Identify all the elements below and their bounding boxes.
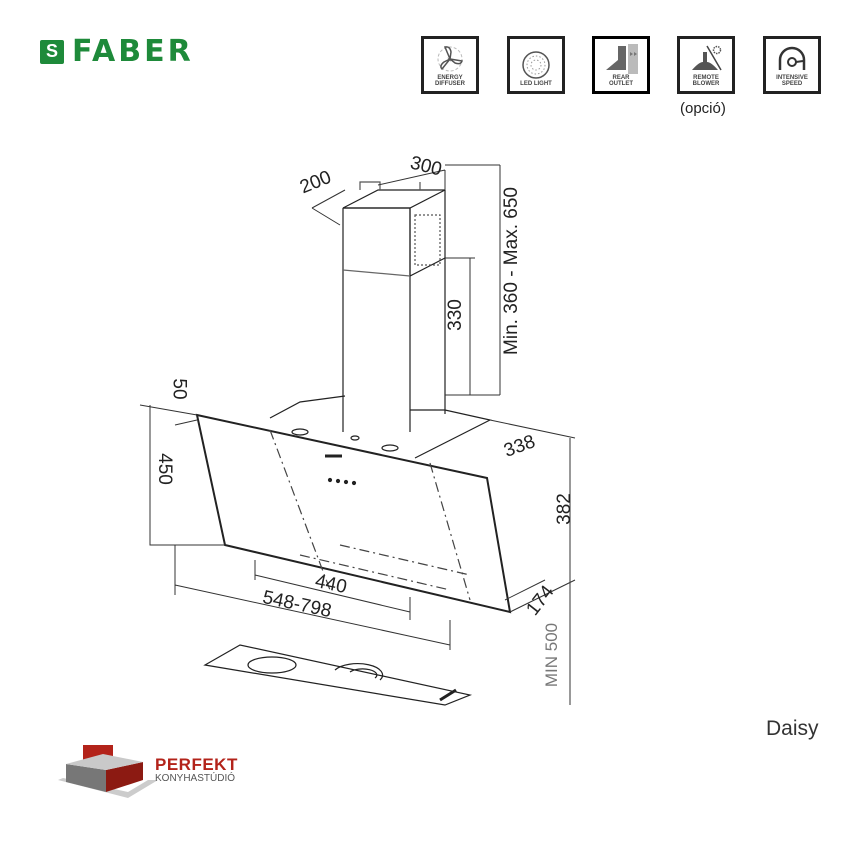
dim-glass-height: 450: [153, 453, 175, 485]
feature-rear-outlet: REAR OUTLET: [592, 36, 650, 94]
feature-label: REMOTE BLOWER: [692, 75, 720, 87]
dim-top-offset: 50: [168, 378, 190, 400]
cooktop: [203, 644, 473, 706]
faber-logo-mark: S: [40, 39, 64, 64]
feature-remote-blower: REMOTE BLOWER: [677, 36, 735, 94]
dim-min-clearance: MIN 500: [542, 622, 562, 688]
rear-outlet-icon: [606, 44, 638, 74]
feature-label: REAR OUTLET: [609, 75, 633, 87]
dealer-name: PERFEKT: [155, 755, 238, 774]
dim-chimney-height: Min. 360 - Max. 650: [500, 187, 522, 355]
feature-intensive-speed: INTENSIVE SPEED: [763, 36, 821, 94]
intensive-speed-icon: [778, 46, 806, 70]
feature-label: ENERGY DIFFUSER: [435, 75, 465, 87]
dim-hood-height: 382: [553, 493, 575, 525]
faber-logo-text: FABER: [72, 34, 194, 69]
feature-label: LED LIGHT: [520, 81, 552, 87]
energy-diffuser-icon: [437, 46, 463, 72]
feature-energy-diffuser: ENERGY DIFFUSER: [421, 36, 479, 94]
feature-label: INTENSIVE SPEED: [776, 75, 808, 87]
faber-logo: S FABER: [40, 34, 194, 69]
remote-blower-icon: [692, 45, 722, 71]
remote-blower-optional-note: (opció): [680, 100, 726, 117]
dealer-subtitle: KONYHASTÚDIÓ: [155, 773, 236, 784]
perfekt-logo-graphic: [58, 745, 158, 798]
hood-body: [195, 395, 512, 614]
chimney: [342, 181, 446, 432]
led-light-icon: [522, 51, 550, 79]
feature-led-light: LED LIGHT: [507, 36, 565, 94]
dimension-lines: [139, 164, 576, 705]
dim-upper-chimney: 330: [444, 299, 466, 331]
model-name: Daisy: [766, 717, 819, 740]
